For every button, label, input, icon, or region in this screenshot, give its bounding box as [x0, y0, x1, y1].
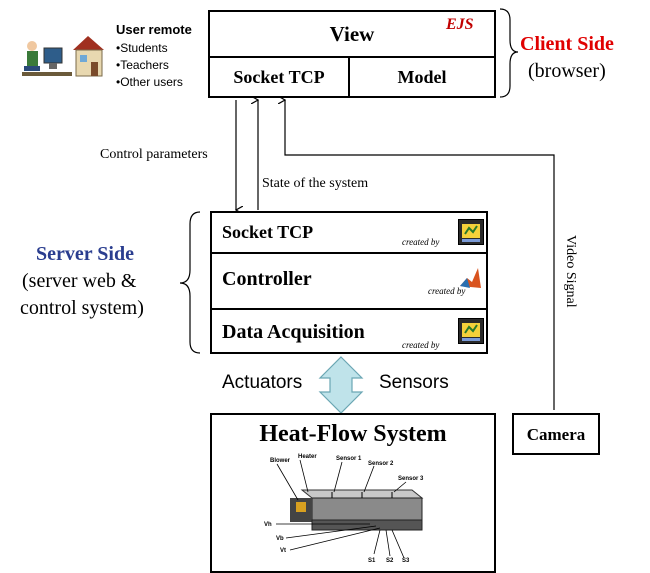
- heater-label: Heater: [298, 454, 317, 460]
- matlab-icon: [458, 266, 482, 290]
- s1-label: S1: [368, 558, 376, 564]
- s2-label: S2: [386, 558, 394, 564]
- server-side-sub-1: (server web &: [22, 270, 137, 292]
- sensor3-label: Sensor 3: [398, 476, 424, 482]
- sensor1-label: Sensor 1: [336, 456, 362, 462]
- view-box: View EJS: [210, 12, 494, 58]
- model-box: Model: [350, 58, 494, 96]
- control-parameters-label: Control parameters: [100, 147, 208, 162]
- created-by-label: created by: [402, 237, 440, 247]
- sensor2-label: Sensor 2: [368, 461, 394, 467]
- labview-icon: [458, 318, 484, 344]
- created-by-label: created by: [402, 340, 440, 350]
- user-list: •Students •Teachers •Other users: [116, 40, 183, 91]
- vh-label: Vh: [264, 522, 272, 528]
- view-label: View: [329, 22, 375, 46]
- client-side-label: Client Side: [520, 33, 614, 55]
- server-block: Socket TCP created by Controller created…: [210, 211, 488, 354]
- user-item: •Other users: [116, 75, 183, 89]
- controller-box: Controller created by: [212, 254, 486, 310]
- daq-label: Data Acquisition: [222, 321, 365, 343]
- camera-label: Camera: [526, 425, 586, 444]
- actuators-label: Actuators: [222, 372, 303, 393]
- camera-box: Camera: [512, 413, 600, 455]
- blower-label: Blower: [270, 458, 291, 464]
- server-brace: [179, 211, 201, 354]
- user-computer-icon: [18, 28, 108, 88]
- sensors-label: Sensors: [379, 372, 449, 393]
- client-side-sub: (browser): [528, 60, 606, 82]
- client-brace: [499, 8, 519, 98]
- user-item: •Teachers: [116, 58, 169, 72]
- server-side-label: Server Side: [36, 243, 134, 265]
- server-socket-label: Socket TCP: [222, 222, 314, 242]
- heat-flow-title: Heat-Flow System: [259, 421, 447, 447]
- user-remote-title: User remote: [116, 22, 192, 37]
- labview-icon: [458, 219, 484, 245]
- ejs-logo: EJS: [446, 16, 474, 33]
- server-socket-box: Socket TCP created by: [212, 213, 486, 254]
- vb-label: Vb: [276, 536, 284, 542]
- heat-flow-apparatus-image: Blower Heater Sensor 1 Sensor 2 Sensor 3…: [264, 454, 424, 564]
- user-item: •Students: [116, 41, 168, 55]
- client-block: View EJS Socket TCP Model: [208, 10, 496, 98]
- server-side-sub-2: control system): [20, 297, 144, 319]
- client-socket-box: Socket TCP: [210, 58, 350, 96]
- daq-box: Data Acquisition created by: [212, 310, 486, 352]
- video-signal-label: Video Signal: [563, 235, 578, 308]
- model-label: Model: [397, 67, 447, 87]
- state-label: State of the system: [262, 176, 369, 191]
- created-by-label: created by: [428, 286, 466, 296]
- io-double-arrow: [318, 356, 364, 414]
- s3-label: S3: [402, 558, 410, 564]
- client-socket-label: Socket TCP: [233, 67, 325, 87]
- video-signal-line: [285, 100, 555, 410]
- vt-label: Vt: [280, 548, 286, 554]
- controller-label: Controller: [222, 268, 312, 290]
